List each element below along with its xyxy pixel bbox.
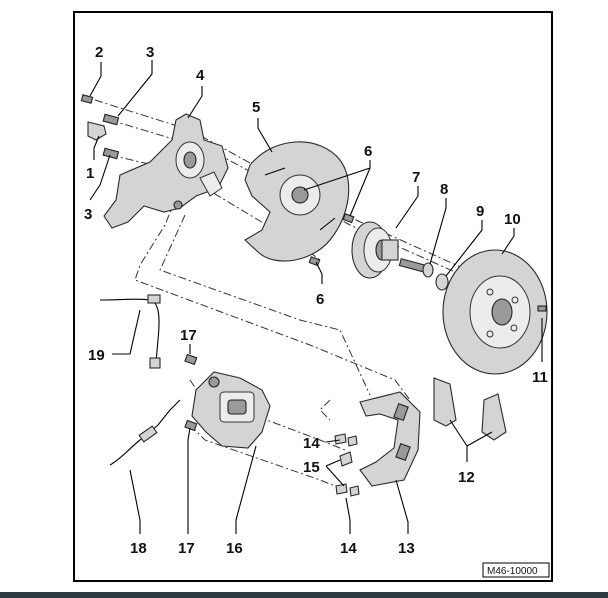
bolt-17-lower	[184, 419, 198, 432]
callout-7: 7	[412, 169, 420, 186]
reference-code-box: M46-10000	[482, 562, 550, 578]
callout-14-upper: 14	[303, 435, 320, 452]
reference-code: M46-10000	[487, 566, 538, 577]
clip-14-upper	[334, 433, 358, 447]
callout-14-lower: 14	[340, 540, 357, 557]
window-bottom-bar	[0, 592, 608, 598]
callout-labels: 2 3 1 3 4 5 6 6 7 8 9 10 11 12 13 14 14 …	[84, 44, 548, 557]
cable-18	[109, 399, 181, 466]
brake-caliper-16	[191, 371, 271, 449]
callout-3-bottom: 3	[84, 206, 92, 223]
callout-6-bottom: 6	[316, 291, 324, 308]
bolt-6-lower	[308, 256, 321, 267]
bolt-17-upper	[184, 353, 198, 366]
callout-11: 11	[532, 369, 548, 386]
callout-4: 4	[196, 67, 205, 84]
brake-pad-12-left	[433, 377, 457, 427]
brake-disc-10	[442, 249, 548, 375]
brake-carrier-13	[359, 391, 421, 487]
callout-13: 13	[398, 540, 415, 557]
callout-9: 9	[476, 203, 484, 220]
callout-1: 1	[86, 165, 94, 182]
spring-15	[339, 451, 353, 467]
callout-8: 8	[440, 181, 448, 198]
callout-10: 10	[504, 211, 521, 228]
callout-2: 2	[95, 44, 103, 61]
brake-hose-19	[99, 294, 161, 369]
cap-9	[435, 273, 449, 291]
callout-5: 5	[252, 99, 260, 116]
brake-pad-12-right	[481, 393, 507, 441]
hub-bolt-8	[398, 258, 434, 278]
callout-16: 16	[226, 540, 243, 557]
splash-shield-5	[244, 141, 350, 262]
leader-lines	[89, 60, 543, 534]
callout-19: 19	[88, 347, 105, 364]
callout-15: 15	[303, 459, 320, 476]
callout-12: 12	[458, 469, 475, 486]
callout-3-top: 3	[146, 44, 154, 61]
bolt-2	[80, 94, 94, 104]
wheel-bearing-housing-4	[103, 113, 229, 229]
bolt-3-lower	[102, 147, 120, 160]
bracket-1	[87, 121, 107, 141]
disc-screw-11	[537, 305, 547, 312]
callout-18: 18	[130, 540, 147, 557]
bolt-6-upper	[342, 213, 355, 224]
wheel-hub-7	[351, 221, 399, 279]
clip-14-lower	[335, 483, 360, 497]
bolt-3-upper	[102, 113, 120, 126]
callout-17-upper: 17	[180, 327, 197, 344]
callout-17-lower: 17	[178, 540, 195, 557]
callout-6-top: 6	[364, 143, 372, 160]
